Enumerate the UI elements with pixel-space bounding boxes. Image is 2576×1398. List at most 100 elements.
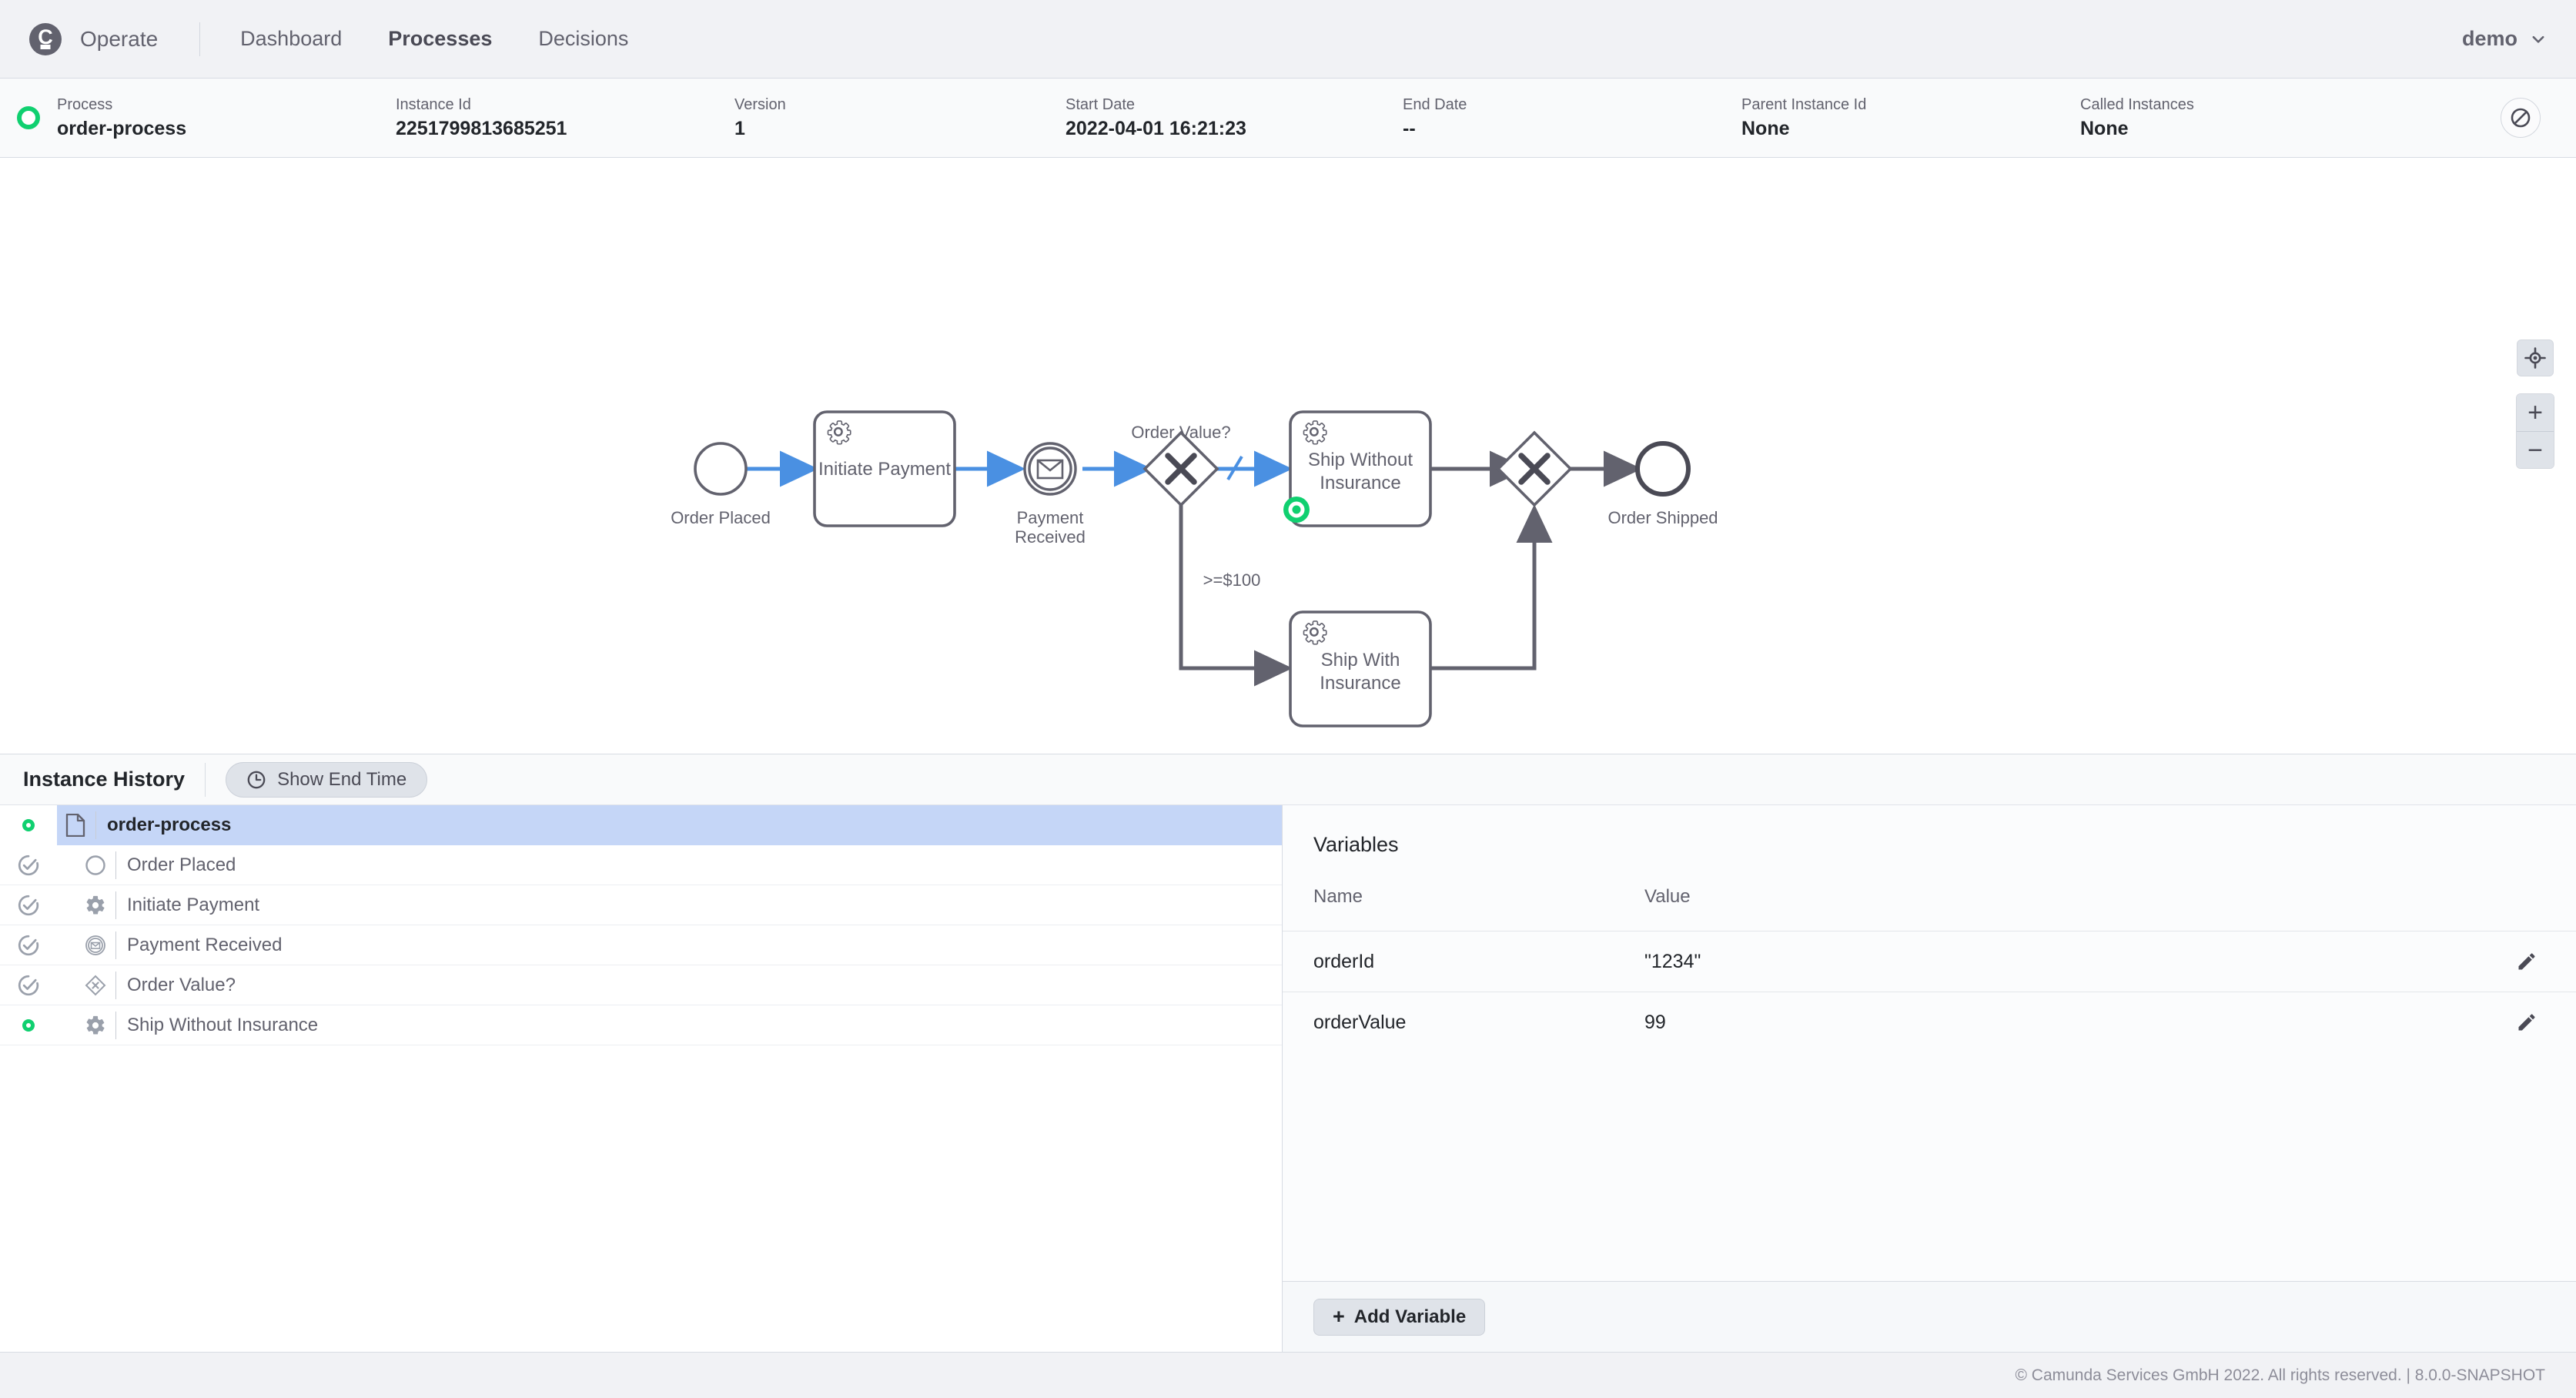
- edit-pencil-icon: [2518, 1014, 2535, 1031]
- meta-label-start-date: Start Date: [1066, 96, 1136, 113]
- active-instance-icon: [0, 106, 57, 129]
- chevron-down-icon: [2532, 35, 2544, 43]
- meta-value-parent-instance-id: None: [1741, 118, 1790, 139]
- variable-name-orderId: orderId: [1313, 950, 1375, 972]
- instance-header: Process order-process Instance Id 225179…: [0, 79, 2576, 158]
- show-end-time-label: Show End Time: [277, 768, 407, 790]
- meta-label-end-date: End Date: [1403, 96, 1467, 113]
- plus-icon: +: [1333, 1305, 1345, 1328]
- brand[interactable]: C Operate: [29, 22, 159, 55]
- node-order-value-gateway[interactable]: Order Value?: [1131, 423, 1231, 507]
- instance-history-tree: order-process: [0, 805, 1283, 1352]
- gateway-x-icon: [1518, 453, 1551, 485]
- edit-pencil-icon: [2518, 952, 2535, 969]
- default-flow-marker: [1226, 455, 1243, 481]
- state-completed-icon: [0, 965, 57, 1005]
- tree-label-order-process: order-process: [107, 814, 232, 835]
- active-instance-badge: [1283, 497, 1310, 523]
- edit-variable-button-orderId[interactable]: [2511, 946, 2542, 977]
- tree-row-ship-without-insurance[interactable]: Ship Without Insurance: [0, 1005, 1282, 1045]
- node-label-order-placed: Order Placed: [671, 508, 771, 527]
- node-payment-received[interactable]: Payment Received: [1015, 442, 1086, 547]
- state-active-icon: [0, 1005, 57, 1045]
- flow-ship-with-to-join: [1430, 504, 1553, 671]
- process-document-icon: [57, 814, 94, 837]
- instance-meta: Process order-process Instance Id 225179…: [57, 79, 2501, 157]
- add-variable-button[interactable]: + Add Variable: [1313, 1298, 1486, 1336]
- nav-links: Dashboard Processes Decisions: [236, 22, 633, 55]
- tree-row-order-placed[interactable]: Order Placed: [0, 845, 1282, 885]
- variable-row-orderValue[interactable]: orderValue 99: [1283, 992, 2576, 1053]
- nav-divider: [199, 22, 201, 56]
- state-completed-icon: [0, 845, 57, 885]
- top-navigation: C Operate Dashboard Processes Decisions …: [0, 0, 2576, 79]
- column-header-name: Name: [1313, 886, 1363, 907]
- edit-variable-button-orderValue[interactable]: [2511, 1007, 2542, 1038]
- gateway-x-icon: [1165, 453, 1197, 485]
- bpmn-diagram-canvas[interactable]: Order Placed Initiate Payment Payment Re…: [0, 158, 2576, 754]
- service-task-gear-icon: [827, 420, 851, 445]
- instance-history-header: Instance History Show End Time: [0, 754, 2576, 805]
- service-task-gear-icon: [1303, 420, 1327, 445]
- variables-table: Name Value orderId "1234": [1283, 886, 2576, 1053]
- bottom-panel: Instance History Show End Time: [0, 754, 2576, 1352]
- nav-link-processes[interactable]: Processes: [388, 27, 493, 50]
- node-join-gateway[interactable]: [1496, 430, 1573, 507]
- variable-value-orderId: "1234": [1644, 950, 1701, 972]
- variable-row-orderId[interactable]: orderId "1234": [1283, 931, 2576, 992]
- tree-label-initiate-payment: Initiate Payment: [127, 894, 260, 915]
- meta-value-version: 1: [734, 118, 745, 139]
- meta-called-instances: Called Instances None: [2080, 95, 2388, 140]
- node-initiate-payment[interactable]: Initiate Payment: [813, 410, 956, 527]
- zoom-button-group: + −: [2516, 393, 2554, 469]
- cancel-instance-button[interactable]: [2501, 98, 2541, 138]
- node-label-ship-without-insurance: Ship Without: [1308, 450, 1413, 470]
- app-footer: © Camunda Services GmbH 2022. All rights…: [0, 1352, 2576, 1398]
- zoom-out-button[interactable]: −: [2517, 431, 2554, 468]
- tree-row-initiate-payment[interactable]: Initiate Payment: [0, 885, 1282, 925]
- meta-start-date: Start Date 2022-04-01 16:21:23: [1066, 95, 1403, 140]
- reset-zoom-button[interactable]: [2517, 339, 2554, 376]
- service-task-icon: [77, 1015, 114, 1036]
- state-completed-icon: [0, 885, 57, 925]
- node-ship-without-insurance[interactable]: Ship Without Insurance: [1283, 410, 1432, 527]
- minus-icon: −: [2527, 435, 2543, 465]
- camunda-logo-icon: C: [29, 22, 62, 55]
- meta-value-start-date: 2022-04-01 16:21:23: [1066, 118, 1246, 139]
- zoom-in-button[interactable]: +: [2517, 394, 2554, 431]
- meta-value-process: order-process: [57, 118, 187, 139]
- copyright-text: © Camunda Services GmbH 2022. All rights…: [2015, 1366, 2545, 1384]
- flow-gateway-to-ship-with: [1179, 505, 1293, 687]
- flow-label-gte-100: >=$100: [1203, 570, 1261, 590]
- tree-row-payment-received[interactable]: Payment Received: [0, 925, 1282, 965]
- nav-link-decisions[interactable]: Decisions: [538, 27, 629, 50]
- node-label-ship-with-insurance: Ship With: [1321, 650, 1400, 671]
- user-menu[interactable]: demo: [2462, 27, 2545, 51]
- diagram-zoom-controls: + −: [2516, 339, 2554, 469]
- meta-value-instance-id: 2251799813685251: [396, 118, 567, 139]
- meta-label-instance-id: Instance Id: [396, 96, 471, 113]
- nav-link-dashboard[interactable]: Dashboard: [240, 27, 343, 50]
- header-divider: [205, 762, 206, 797]
- meta-label-called-instances: Called Instances: [2080, 96, 2194, 113]
- show-end-time-button[interactable]: Show End Time: [226, 761, 428, 798]
- variables-footer: + Add Variable: [1283, 1281, 2576, 1352]
- node-order-shipped[interactable]: Order Shipped: [1607, 441, 1718, 527]
- tree-label-order-placed: Order Placed: [127, 854, 236, 875]
- meta-end-date: End Date --: [1403, 95, 1741, 140]
- meta-parent-instance-id: Parent Instance Id None: [1741, 95, 2080, 140]
- meta-label-version: Version: [734, 96, 786, 113]
- tree-row-order-process[interactable]: order-process: [0, 805, 1282, 845]
- column-header-value: Value: [1644, 886, 1691, 907]
- node-label-order-shipped: Order Shipped: [1607, 508, 1718, 527]
- variable-value-orderValue: 99: [1644, 1011, 1666, 1033]
- node-ship-with-insurance[interactable]: >=$100 Ship With Insurance: [1203, 570, 1432, 727]
- variable-name-orderValue: orderValue: [1313, 1011, 1407, 1033]
- tree-row-order-value[interactable]: Order Value?: [0, 965, 1282, 1005]
- app-title: Operate: [80, 26, 159, 51]
- node-order-placed[interactable]: Order Placed: [671, 442, 771, 527]
- service-task-gear-icon: [1303, 620, 1327, 645]
- column-header-actions: [2484, 886, 2576, 931]
- meta-instance-id: Instance Id 2251799813685251: [396, 95, 734, 140]
